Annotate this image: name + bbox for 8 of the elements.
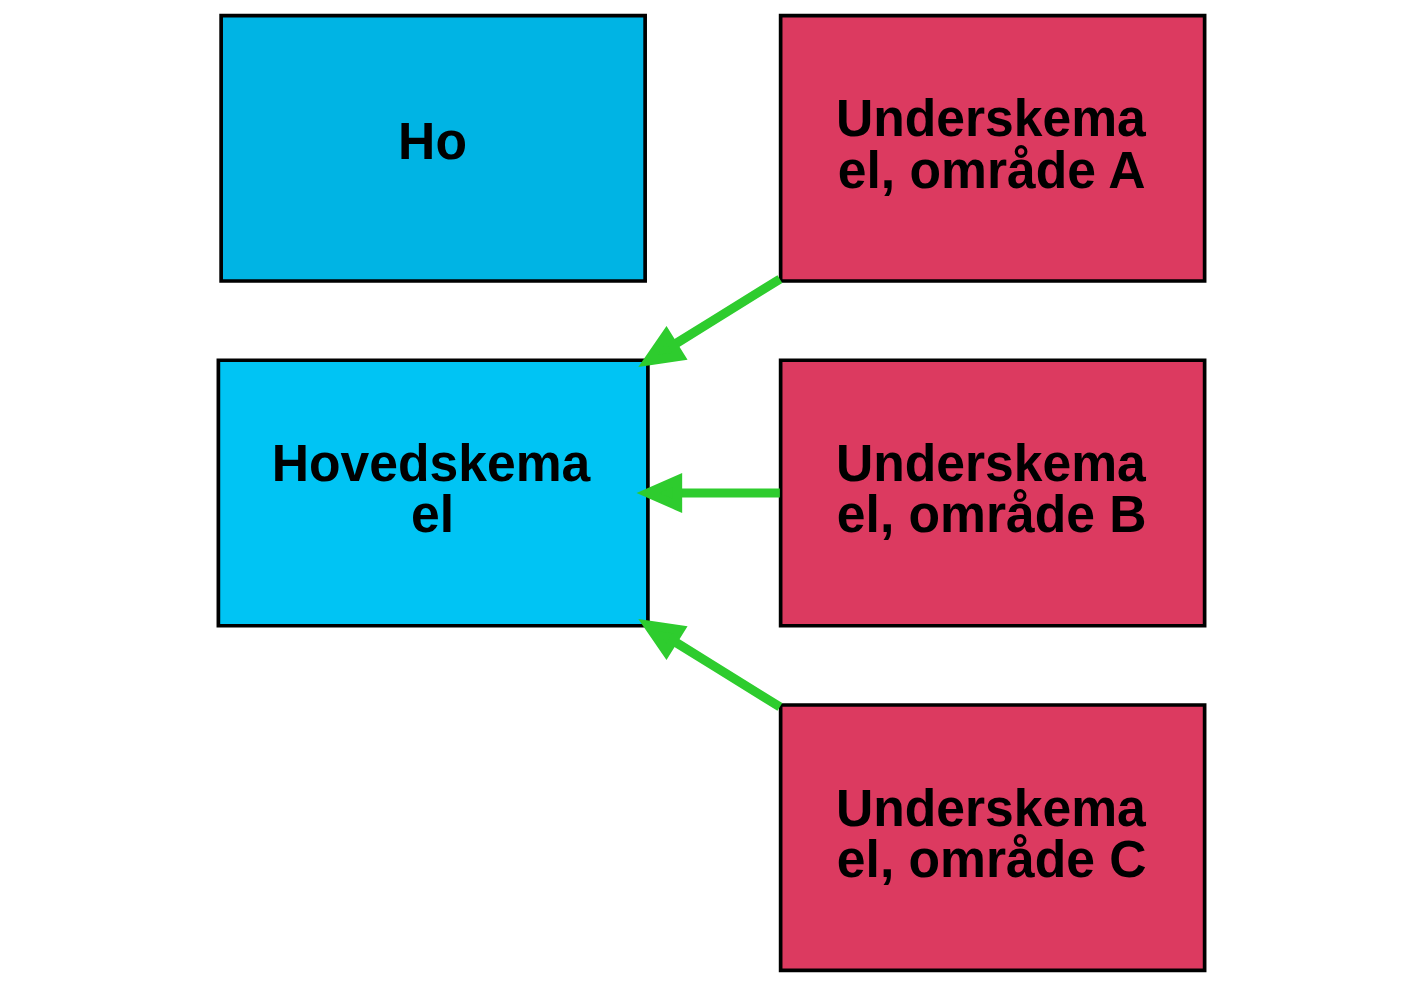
arrow [638,275,783,367]
arrow [636,473,780,513]
node-box: Ho [219,13,647,283]
node-box: Underskema el, område B [778,358,1207,628]
node-box: Underskema el, område C [778,703,1207,973]
arrow [638,619,783,711]
node-box: Underskema el, område A [778,13,1207,283]
node-box: Hovedskema el [216,358,650,628]
